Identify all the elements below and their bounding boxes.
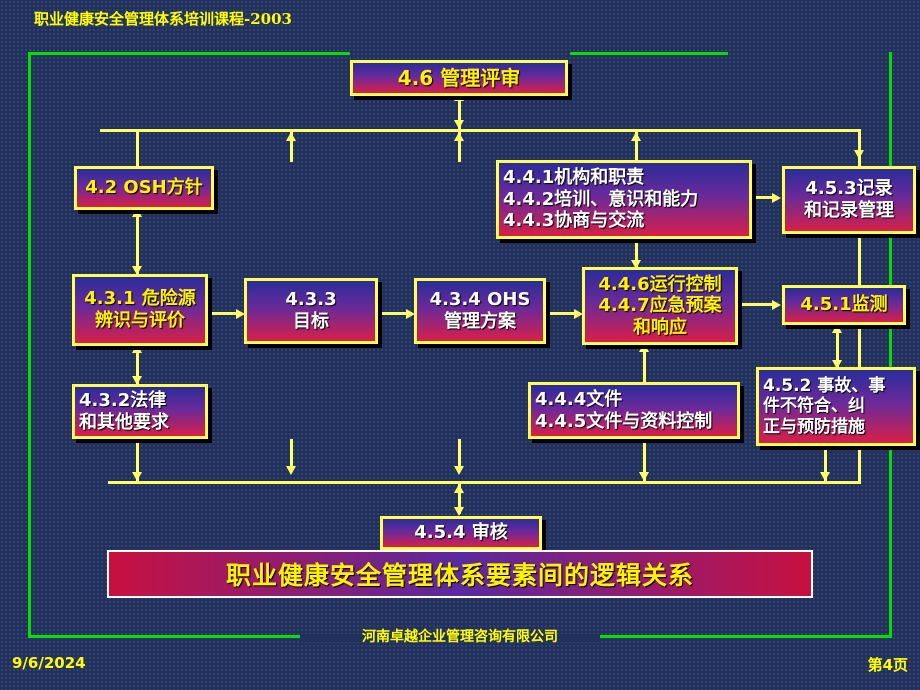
bottom-drop-3 (643, 439, 646, 481)
bus-arrow-2 (454, 132, 464, 141)
objectives-box: 4.3.3 目标 (244, 278, 378, 344)
audit-box: 4.5.4 审核 (380, 516, 542, 550)
slide-date: 9/6/2024 (12, 654, 86, 672)
frame-top-right (570, 52, 728, 55)
monitor-line (836, 325, 839, 367)
flow-arrow-4 (772, 300, 781, 310)
bottom-bus-line (108, 481, 858, 484)
bottom-arrow-1 (286, 466, 296, 475)
legal-line-2: 和其他要求 (79, 411, 169, 433)
top-bus-line (100, 129, 858, 132)
bottom-arrow-2 (454, 466, 464, 475)
records-line-2: 和记录管理 (804, 200, 894, 221)
hazard-line-2: 辨识与评价 (95, 310, 185, 331)
audit-arrow-up (454, 484, 464, 493)
monitoring-box: 4.5.1监测 (782, 285, 906, 325)
legal-line-1: 4.3.2法律 (79, 389, 167, 411)
policy-to-bus-line (136, 132, 139, 166)
hazard-arrow-up (132, 344, 142, 353)
records-box: 4.5.3记录 和记录管理 (782, 166, 916, 234)
frame-top-left (28, 52, 350, 55)
hazard-box: 4.3.1 危险源 辨识与评价 (72, 274, 208, 346)
corrective-line-1: 4.5.2 事故、事 (763, 375, 886, 396)
operation-line-2: 4.4.7应急预案 (598, 295, 722, 317)
documents-up-arrow (639, 343, 649, 352)
flow-line-4 (738, 303, 774, 306)
structure-line-2: 4.4.2培训、意识和能力 (503, 188, 699, 210)
audit-link (458, 484, 461, 514)
hazard-to-legal-line (136, 346, 139, 384)
bus-arrow-1 (286, 132, 296, 141)
structure-line-1: 4.4.1机构和职责 (503, 167, 645, 189)
hazard-arrow-down (132, 266, 142, 275)
policy-label: 4.2 OSH方针 (85, 177, 203, 199)
management-review-label: 4.6 管理评审 (397, 66, 521, 90)
page-number: 第4页 (867, 656, 908, 674)
bottom-arrow-3 (639, 472, 649, 481)
program-box: 4.3.4 OHS 管理方案 (414, 278, 546, 344)
program-line-2: 管理方案 (444, 311, 516, 332)
documents-line-2: 4.4.5文件与资料控制 (535, 410, 713, 432)
operation-line-3: 和响应 (633, 316, 687, 338)
corrective-line-3: 正与预防措施 (763, 416, 865, 437)
flow-arrow-1 (236, 309, 245, 319)
flow-line-3 (546, 312, 576, 315)
legal-arrow-down (132, 376, 142, 385)
bus-arrow-3 (631, 132, 641, 141)
bottom-drop-4 (824, 446, 827, 481)
audit-label: 4.5.4 审核 (414, 522, 508, 544)
bus-drop-3 (635, 132, 638, 160)
records-line-1: 4.5.3记录 (805, 178, 893, 200)
objectives-line-1: 4.3.3 (285, 289, 337, 311)
records-line (752, 196, 774, 199)
records-arrow (772, 193, 781, 203)
documents-up-line (643, 345, 646, 382)
policy-to-hazard-line (136, 210, 139, 274)
frame-bottom-gap (300, 634, 600, 642)
flow-arrow-2 (406, 309, 415, 319)
corrective-line-2: 件不符合、纠 (763, 396, 865, 417)
legal-to-bus-line (136, 439, 139, 481)
bottom-drop-2 (458, 439, 461, 471)
hazard-line-1: 4.3.1 危险源 (84, 288, 196, 310)
legal-bus-arrow (132, 472, 142, 481)
course-title: 职业健康安全管理体系培训课程-2003 (34, 10, 292, 28)
flow-line-2 (378, 312, 408, 315)
structure-down-arrow (631, 260, 641, 269)
documents-box: 4.4.4文件 4.4.5文件与资料控制 (528, 382, 740, 439)
legal-box: 4.3.2法律 和其他要求 (72, 384, 208, 439)
policy-box: 4.2 OSH方针 (74, 166, 214, 210)
monitoring-label: 4.5.1监测 (800, 294, 888, 316)
bus-arrow-4 (854, 150, 864, 159)
bottom-drop-1 (290, 439, 293, 471)
corrective-box: 4.5.2 事故、事 件不符合、纠 正与预防措施 (756, 367, 916, 446)
policy-arrow-up (132, 208, 142, 217)
operation-box: 4.4.6运行控制 4.4.7应急预案 和响应 (582, 267, 738, 345)
flow-arrow-3 (574, 309, 583, 319)
structure-line-3: 4.4.3协商与交流 (503, 210, 645, 232)
review-link (458, 98, 461, 129)
review-arrow-up (454, 92, 464, 101)
bottom-arrow-4 (820, 472, 830, 481)
company-name: 河南卓越企业管理咨询有限公司 (362, 629, 558, 645)
monitor-arrow-down (832, 360, 842, 369)
documents-line-1: 4.4.4文件 (535, 388, 623, 410)
bus-drop-2 (458, 132, 461, 162)
management-review-box: 4.6 管理评审 (350, 60, 568, 96)
diagram-caption: 职业健康安全管理体系要素间的逻辑关系 (107, 550, 813, 598)
structure-box: 4.4.1机构和职责 4.4.2培训、意识和能力 4.4.3协商与交流 (496, 160, 752, 239)
bus-drop-1 (290, 132, 293, 162)
review-arrow-down (454, 120, 464, 129)
objectives-line-2: 目标 (293, 311, 329, 332)
audit-arrow-down (454, 507, 464, 516)
structure-down-line (635, 239, 638, 267)
flow-line-1 (208, 312, 238, 315)
monitor-arrow-up (832, 324, 842, 333)
operation-line-1: 4.4.6运行控制 (598, 273, 722, 295)
program-line-1: 4.3.4 OHS (429, 289, 531, 311)
